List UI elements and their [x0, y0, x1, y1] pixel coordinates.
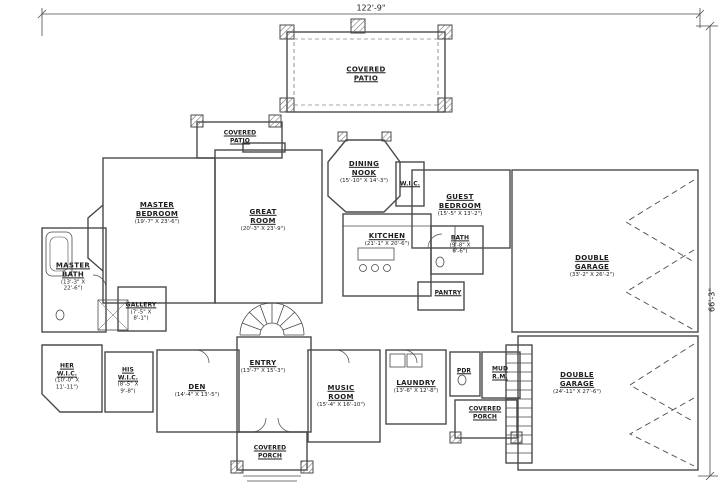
- overall-width-dimension: 122'-9": [356, 3, 386, 13]
- dimension-lines: [37, 8, 718, 481]
- door-arcs: [92, 233, 443, 433]
- walls: [41, 31, 699, 482]
- overall-height-dimension: 66'-3": [707, 287, 717, 313]
- fixtures: [45, 231, 467, 386]
- curved-stair: [239, 302, 305, 336]
- pillars: [190, 18, 523, 474]
- garage-door-marks: [625, 179, 695, 467]
